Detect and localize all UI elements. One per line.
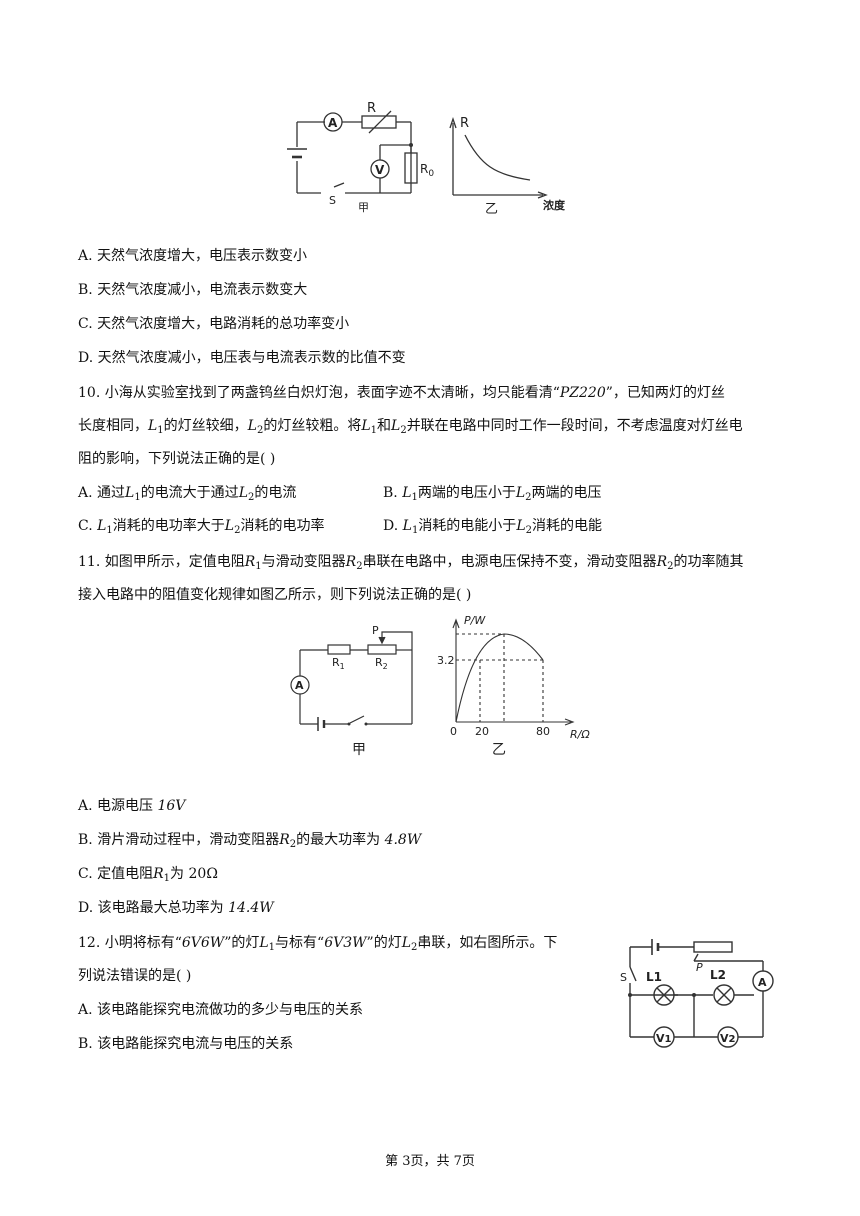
- slider-p-label: P: [696, 961, 703, 974]
- q11-option-b[interactable]: B. 滑片滑动过程中，滑动变阻器R2的最大功率为 4.8W: [78, 832, 422, 850]
- v2-label: V2: [720, 1032, 736, 1045]
- axis-x-label: R/Ω: [570, 728, 590, 741]
- r-concentration-curve: [464, 134, 531, 181]
- q12-option-b[interactable]: B. 该电路能探究电流与电压的关系: [78, 1036, 294, 1052]
- resistor-label: R: [367, 101, 376, 116]
- figure-lamp-circuit: S P L1 L2 A V1 V2: [620, 939, 774, 1048]
- q11-option-d[interactable]: D. 该电路最大总功率为 14.4W: [78, 900, 274, 916]
- q11-option-c[interactable]: C. 定值电阻R1为 20Ω: [78, 866, 218, 884]
- figure-gas-sensor-circuit: A R V R0 S 甲 R 乙 浓度: [287, 101, 566, 217]
- q10-option-c[interactable]: C. L1消耗的电功率大于L2消耗的电功率: [78, 518, 325, 536]
- fig-yi-label: 乙: [485, 202, 498, 217]
- r2-label: R2: [375, 656, 388, 671]
- switch-label: S: [329, 194, 336, 207]
- x-tick-20: 20: [475, 725, 489, 738]
- q10-option-a[interactable]: A. 通过L1的电流大于通过L2的电流: [78, 485, 297, 503]
- q12-stem-line2: 列说法错误的是( ): [78, 968, 192, 984]
- ammeter-label: A: [758, 976, 767, 989]
- switch-label: S: [620, 971, 627, 984]
- q10-stem-line1: 10. 小海从实验室找到了两盏钨丝白炽灯泡，表面字迹不太清晰，均只能看清“PZ2…: [78, 385, 725, 401]
- fig-yi-label: 乙: [492, 742, 506, 758]
- y-tick-3-2: 3.2: [437, 654, 455, 667]
- q9-option-a[interactable]: A. 天然气浓度增大，电压表示数变小: [78, 248, 308, 264]
- q11-stem-line2: 接入电路中的阻值变化规律如图乙所示，则下列说法正确的是( ): [78, 587, 472, 603]
- q10-stem-line2: 长度相同，L1的灯丝较细，L2的灯丝较粗。将L1和L2并联在电路中同时工作一段时…: [78, 418, 743, 436]
- voltmeter-label: V: [375, 163, 385, 177]
- q9-option-d[interactable]: D. 天然气浓度减小，电压表与电流表示数的比值不变: [78, 350, 406, 366]
- q10-option-b[interactable]: B. L1两端的电压小于L2两端的电压: [383, 485, 602, 503]
- ammeter-label: A: [328, 116, 338, 130]
- fig-jia-label: 甲: [358, 201, 369, 214]
- power-curve: [455, 633, 544, 723]
- v1-label: V1: [656, 1032, 672, 1045]
- q12-option-a[interactable]: A. 该电路能探究电流做功的多少与电压的关系: [78, 1002, 364, 1018]
- r0-label: R0: [420, 162, 434, 179]
- q12-stem-line1: 12. 小明将标有“6V6W”的灯L1与标有“6V3W”的灯L2串联，如右图所示…: [78, 935, 558, 953]
- x-tick-0: 0: [450, 725, 457, 738]
- l1-label: L1: [646, 970, 662, 984]
- rheostat: [693, 941, 733, 953]
- axis-r-label: R: [460, 116, 469, 131]
- axis-concentration-label: 浓度: [543, 198, 566, 212]
- q9-option-b[interactable]: B. 天然气浓度减小，电流表示数变大: [78, 282, 308, 298]
- l2-label: L2: [710, 968, 726, 982]
- slider-p-label: P: [372, 624, 379, 637]
- figure-power-circuit: P R1 R2 A 甲 P/W 3.2 0 20 80 R/Ω 乙: [290, 614, 590, 758]
- q10-option-d[interactable]: D. L1消耗的电能小于L2消耗的电能: [383, 518, 602, 536]
- q11-stem-line1: 11. 如图甲所示，定值电阻R1与滑动变阻器R2串联在电路中，电源电压保持不变，…: [78, 554, 744, 572]
- sensor-resistor: [361, 115, 397, 129]
- ammeter-label: A: [295, 679, 304, 692]
- page-footer: 第 3页，共 7页: [385, 1154, 475, 1169]
- r1-resistor: [327, 644, 351, 655]
- axis-y-label: P/W: [464, 614, 486, 627]
- fig-jia-label: 甲: [352, 742, 366, 758]
- q9-option-c[interactable]: C. 天然气浓度增大，电路消耗的总功率变小: [78, 316, 350, 332]
- r1-label: R1: [332, 656, 345, 671]
- r2-rheostat: [367, 644, 397, 655]
- x-tick-80: 80: [536, 725, 550, 738]
- q10-stem-line3: 阻的影响，下列说法正确的是( ): [78, 451, 276, 467]
- q11-option-a[interactable]: A. 电源电压 16V: [78, 798, 186, 814]
